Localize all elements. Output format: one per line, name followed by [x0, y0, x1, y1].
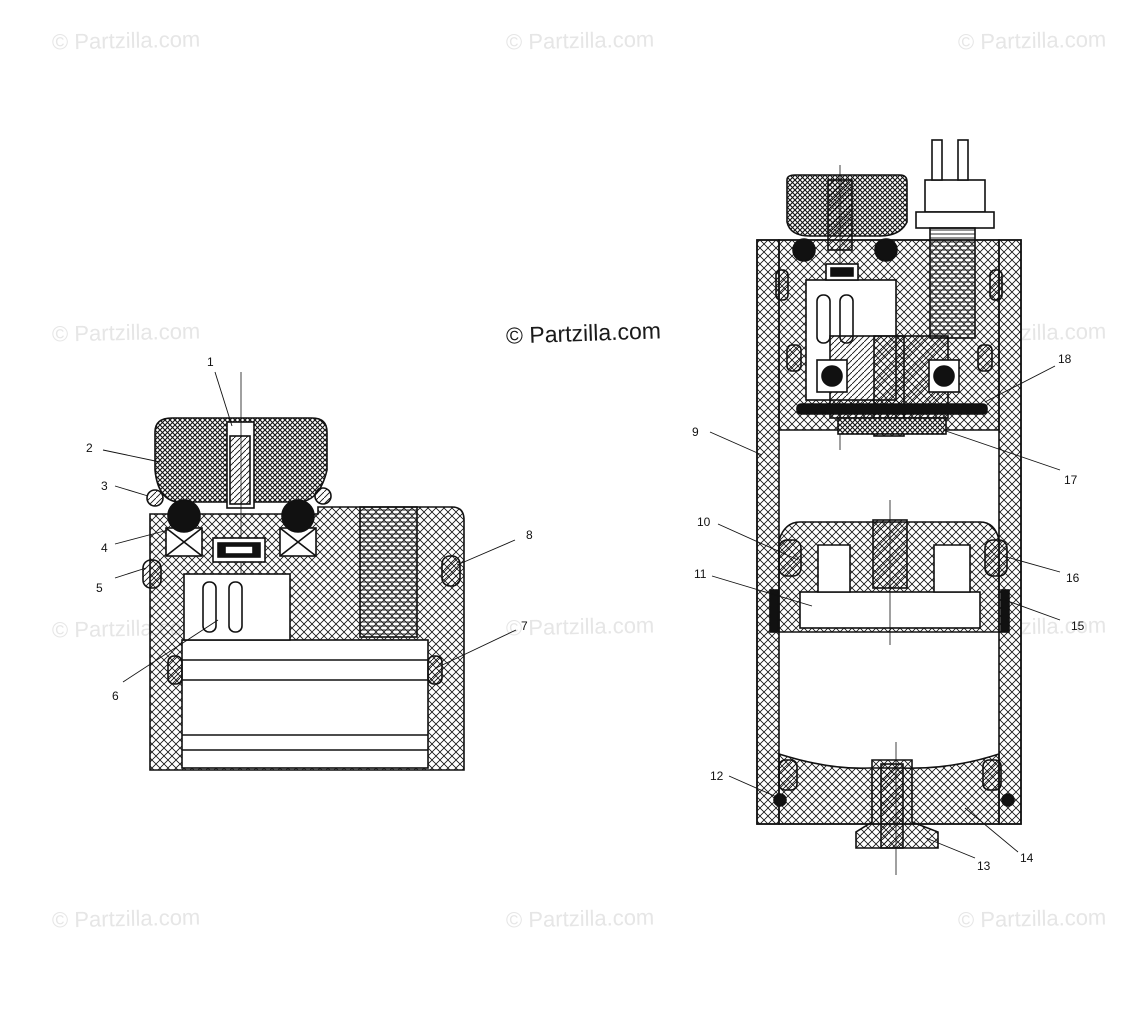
- ball-right: [281, 499, 315, 533]
- callout-18: 18: [1058, 352, 1072, 366]
- oring-3-right: [314, 487, 332, 505]
- oring-3-left: [146, 489, 164, 507]
- oring-5: [142, 559, 162, 589]
- callout-17: 17: [1064, 473, 1078, 487]
- top-fitting: [924, 179, 986, 213]
- callout-9: 9: [692, 425, 699, 439]
- callout-13: 13: [977, 859, 991, 873]
- oring-7-left: [167, 655, 183, 685]
- callout-10: 10: [697, 515, 711, 529]
- oring-8: [441, 555, 461, 587]
- callout-15: 15: [1071, 619, 1085, 633]
- oring-7-right: [427, 655, 443, 685]
- callout-labels: 1 2 3 4 5 6 7 8 9 10 11 12 13 14 15 16 1…: [86, 352, 1085, 873]
- callout-6: 6: [112, 689, 119, 703]
- callout-5: 5: [96, 581, 103, 595]
- callout-7: 7: [521, 619, 528, 633]
- callout-16: 16: [1066, 571, 1080, 585]
- leader-lines: [102, 365, 1061, 859]
- right-assembly: [756, 139, 1022, 875]
- callout-12: 12: [710, 769, 724, 783]
- callout-4: 4: [101, 541, 108, 555]
- callout-1: 1: [207, 355, 214, 369]
- callout-3: 3: [101, 479, 108, 493]
- left-assembly: [142, 372, 465, 771]
- callout-11: 11: [694, 567, 707, 581]
- callout-8: 8: [526, 528, 533, 542]
- callout-2: 2: [86, 441, 93, 455]
- callout-14: 14: [1020, 851, 1034, 865]
- ball-left: [167, 499, 201, 533]
